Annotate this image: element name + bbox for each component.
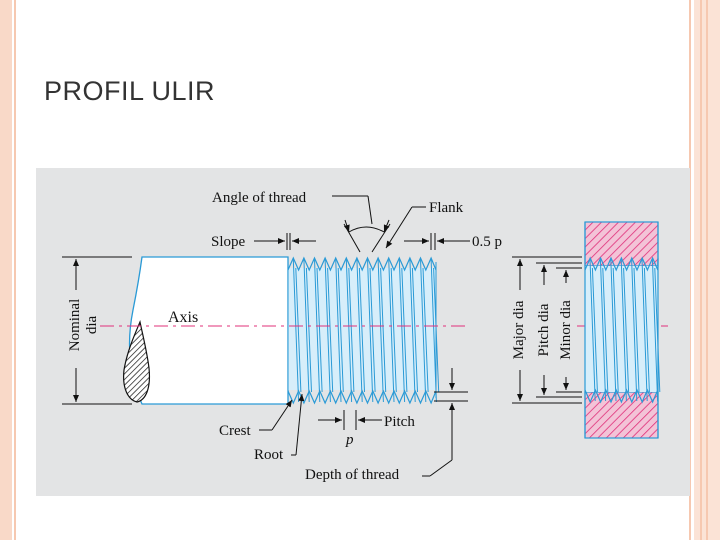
- pitch-dimension: [318, 410, 382, 430]
- crest-leader: [259, 399, 293, 431]
- thread-helix-line: [303, 258, 310, 403]
- dia-label: dia: [84, 315, 100, 334]
- cs-helix-line: [654, 267, 661, 393]
- thread-helix-line: [335, 258, 342, 403]
- slide-border-left-line: [14, 0, 16, 540]
- thread-helix-line: [316, 267, 323, 393]
- cs-helix-line: [599, 258, 607, 402]
- page-title: PROFIL ULIR: [44, 76, 216, 106]
- cs-helix-line: [591, 267, 598, 393]
- half-pitch-dimension: [404, 233, 470, 250]
- thread-helix-line: [337, 267, 344, 393]
- thread-helix-lines: [292, 258, 440, 403]
- slide-border-right-line-3: [706, 0, 708, 540]
- nominal-dia-dimension: [62, 256, 132, 405]
- thread-helix-line: [305, 267, 312, 393]
- slide-border-right-line: [689, 0, 691, 540]
- cs-helix-line: [620, 258, 627, 402]
- crest-label: Crest: [219, 423, 251, 439]
- major-dia-label: Major dia: [511, 300, 527, 359]
- slide-border-left: [0, 0, 12, 540]
- slide-border-right-line-2: [700, 0, 702, 540]
- bolt-shank: [128, 256, 289, 405]
- thread-helix-line: [377, 258, 384, 403]
- cross-section-threads: [584, 256, 659, 404]
- thread-helix-line: [327, 267, 334, 393]
- thread-helix-line: [314, 258, 321, 403]
- minor-dia-label: Minor dia: [558, 300, 574, 360]
- thread-helix-line: [422, 267, 429, 393]
- cs-helix-line: [631, 258, 638, 402]
- cs-top-profile: [584, 256, 659, 272]
- thread-helix-line: [295, 267, 302, 393]
- root-label: Root: [254, 447, 284, 463]
- thread-helix-line: [324, 258, 331, 403]
- nominal-label: Nominal: [67, 299, 83, 352]
- thread-helix-line: [358, 267, 365, 393]
- cs-helix-line: [633, 267, 640, 393]
- cs-helix-line: [623, 267, 630, 393]
- thread-helix-line: [356, 258, 363, 403]
- cs-helix-line: [589, 258, 596, 402]
- cross-section-helix: [589, 258, 661, 402]
- angle-leader: [332, 195, 391, 253]
- thread-helix-line: [388, 258, 395, 403]
- thread-top-profile: [287, 256, 437, 272]
- thread-helix-line: [390, 267, 397, 393]
- root-leader: [291, 393, 305, 456]
- thread-helix-line: [401, 267, 408, 393]
- thread-helix-line: [411, 267, 418, 393]
- cs-helix-line: [641, 258, 648, 402]
- flank-label: Flank: [429, 200, 464, 216]
- half-pitch-label: 0.5 p: [472, 234, 502, 250]
- thread-helix-line: [367, 258, 374, 403]
- thread-helix-line: [292, 258, 300, 403]
- angle-of-thread-label: Angle of thread: [212, 190, 307, 206]
- thread-profile-figure: Nominal dia Axis Angle of thread Flank S…: [36, 168, 690, 496]
- thread-helix-line: [420, 258, 427, 403]
- cs-helix-line: [651, 258, 659, 402]
- threaded-section: [287, 256, 440, 405]
- cs-helix-line: [610, 258, 617, 402]
- slope-label: Slope: [211, 234, 246, 250]
- cs-helix-line: [612, 267, 619, 393]
- thread-cross-section: [584, 221, 661, 439]
- cs-helix-line: [602, 267, 609, 393]
- cs-helix-line: [643, 267, 650, 393]
- depth-dimension: [422, 368, 468, 477]
- thread-helix-line: [430, 258, 437, 403]
- thread-helix-line: [433, 267, 440, 393]
- pitch-dia-label: Pitch dia: [536, 303, 552, 356]
- cs-bottom-profile: [584, 388, 659, 404]
- thread-helix-line: [398, 258, 406, 403]
- axis-label: Axis: [168, 309, 198, 326]
- shank-section: [123, 320, 151, 403]
- thread-helix-line: [345, 258, 353, 403]
- pitch-symbol: p: [345, 432, 354, 448]
- pitch-label: Pitch: [384, 414, 415, 430]
- diameter-dimensions: [512, 256, 582, 404]
- thread-diagram-svg: Nominal dia Axis Angle of thread Flank S…: [62, 190, 668, 483]
- thread-helix-line: [348, 267, 355, 393]
- depth-of-thread-label: Depth of thread: [305, 467, 400, 483]
- flank-leader: [385, 206, 426, 249]
- thread-helix-line: [369, 267, 376, 393]
- slope-dimension: [254, 233, 316, 250]
- thread-helix-line: [409, 258, 416, 403]
- thread-helix-line: [380, 267, 387, 393]
